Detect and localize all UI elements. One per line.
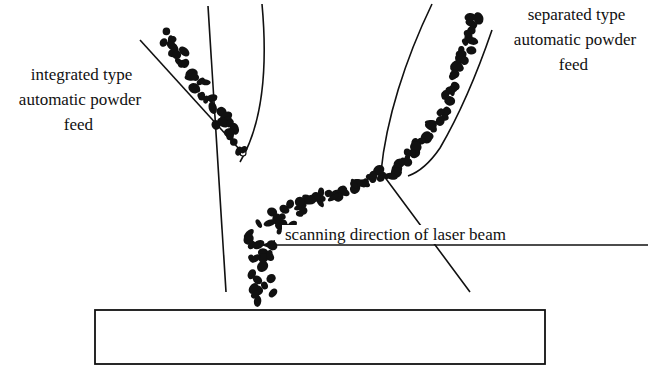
nozzle-wall	[240, 4, 264, 162]
feed-tube	[140, 40, 240, 150]
powder-particle	[230, 138, 238, 146]
powder-particle	[241, 232, 255, 247]
substrate	[95, 310, 545, 364]
powder-particle	[265, 238, 280, 252]
label-holder: integrated type automatic powder feed	[14, 62, 146, 137]
powder-particle	[349, 178, 359, 190]
label-holder: separated type automatic powder feed	[500, 2, 650, 77]
powder-particle	[285, 198, 295, 209]
powder-particle	[377, 174, 385, 182]
powder-particle	[254, 218, 263, 229]
powder-particle	[267, 287, 279, 299]
powder-particles	[158, 11, 485, 307]
powder-particle	[443, 95, 456, 107]
annotation-label: integrated type automatic powder feed	[19, 65, 141, 134]
powder-particle	[293, 195, 306, 208]
powder-particle	[199, 79, 211, 86]
annotation-label: scanning direction of laser beam	[282, 225, 509, 244]
powder-particle	[249, 288, 261, 300]
powder-particle	[192, 83, 201, 94]
powder-particle	[461, 37, 469, 46]
powder-particle	[376, 172, 386, 183]
label-holder: scanning direction of laser beam	[282, 222, 509, 247]
powder-particle	[425, 119, 438, 132]
powder-particle	[234, 146, 244, 157]
nozzle-outline	[140, 4, 492, 292]
nozzle-wall	[381, 4, 470, 292]
powder-particle	[296, 210, 304, 217]
powder-particle	[456, 62, 465, 72]
powder-particle	[184, 66, 200, 81]
powder-particle	[448, 71, 459, 81]
scan-arrow	[262, 244, 648, 246]
powder-particle	[255, 258, 271, 274]
powder-particle	[263, 218, 277, 228]
powder-particle	[448, 85, 455, 97]
powder-particle	[466, 46, 477, 56]
powder-particle	[171, 49, 183, 61]
powder-particle	[189, 71, 201, 82]
powder-particle	[207, 101, 218, 115]
feed-tube	[408, 30, 492, 176]
powder-particle	[225, 127, 234, 139]
powder-particle	[180, 57, 191, 69]
powder-particle	[202, 95, 209, 104]
annotation-label: separated type automatic powder feed	[514, 5, 636, 74]
powder-particle	[163, 27, 171, 35]
beam-edge	[208, 6, 226, 292]
powder-particle	[218, 119, 228, 126]
powder-particle	[265, 249, 273, 260]
powder-particle	[463, 29, 472, 38]
powder-particle	[327, 192, 340, 203]
powder-particle	[265, 272, 278, 285]
